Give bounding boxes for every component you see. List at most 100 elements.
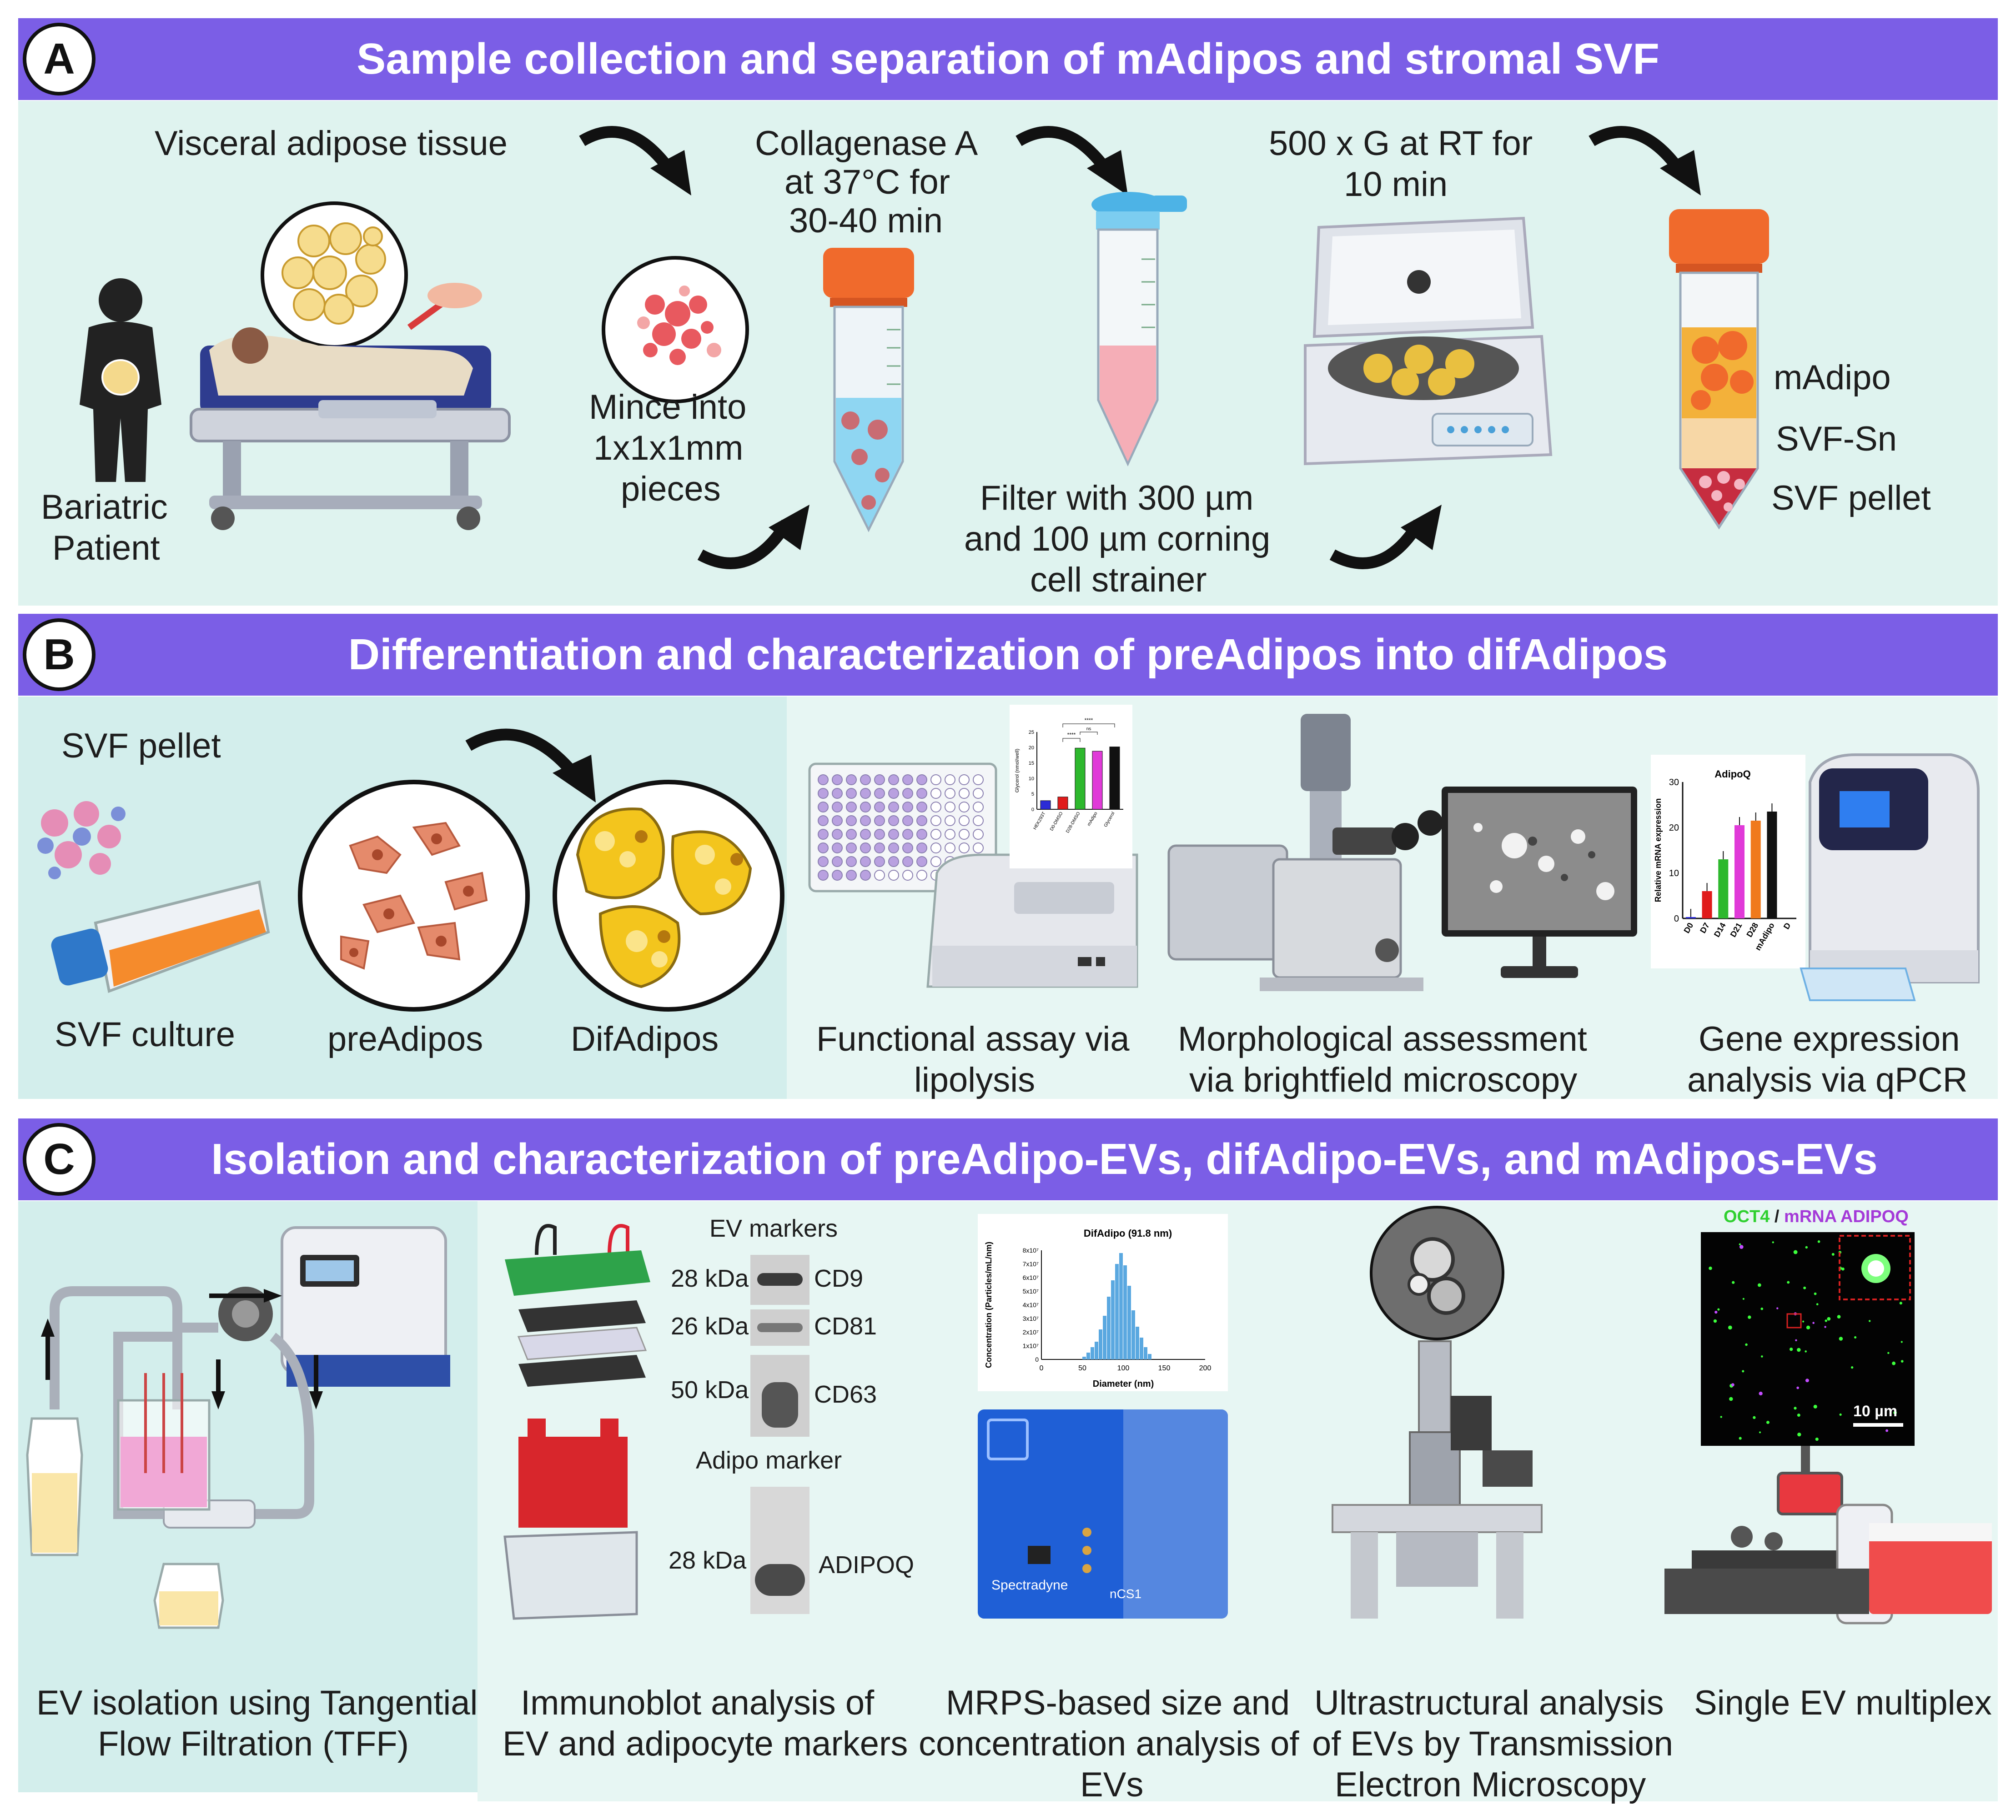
fluor-label-adipoq: mRNA ADIPOQ xyxy=(1784,1207,1909,1226)
label-tem-1: Ultrastructural analysis xyxy=(1314,1684,1664,1722)
label-layer-madipo: mAdipo xyxy=(1774,358,1891,397)
histogram-ytick: 2x10⁷ xyxy=(1023,1329,1039,1336)
qpcr-bar xyxy=(1767,812,1777,918)
plate-well xyxy=(860,774,871,785)
label-centrifuge-2: 10 min xyxy=(1344,165,1448,204)
plate-well xyxy=(959,774,970,785)
histogram-bar xyxy=(1140,1338,1143,1359)
glycerol-sig-bracket xyxy=(1062,723,1115,727)
fluor-spot xyxy=(1759,1431,1761,1434)
size-histogram-svg: DifAdipo (91.8 nm)01x10⁷2x10⁷3x10⁷4x10⁷5… xyxy=(984,1228,1211,1389)
fluor-spot xyxy=(1805,1379,1809,1383)
glycerol-sig-label: ns xyxy=(1086,727,1091,732)
label-morphology-2: via brightfield microscopy xyxy=(1189,1061,1578,1099)
hospital-bed-icon xyxy=(190,283,511,530)
tem-image-icon xyxy=(1370,1206,1504,1340)
fluor-spot xyxy=(1814,1292,1817,1295)
label-tff-2: Flow Filtration (TFF) xyxy=(98,1725,409,1763)
section-b-title: Differentiation and characterization of … xyxy=(348,630,1668,679)
blot-cd9 xyxy=(750,1255,809,1305)
fluor-spot xyxy=(1892,1361,1896,1365)
plate-reader-icon xyxy=(926,853,1138,988)
plate-well xyxy=(832,802,843,812)
fluor-spot xyxy=(1813,1404,1817,1409)
fluor-spot xyxy=(1824,1326,1826,1328)
fluor-spot xyxy=(1827,1317,1831,1321)
plate-well xyxy=(846,815,857,826)
section-c-title: Isolation and characterization of preAdi… xyxy=(211,1135,1878,1183)
histogram-bar xyxy=(1086,1353,1090,1359)
label-mince-2: 1x1x1mm xyxy=(593,429,744,467)
fluor-spot xyxy=(1709,1266,1712,1270)
label-adipo-marker: Adipo marker xyxy=(696,1447,842,1474)
fluor-spot xyxy=(1772,1241,1774,1243)
plate-well xyxy=(916,842,927,853)
label-patient-1: Bariatric xyxy=(41,488,168,526)
fluor-spot xyxy=(1760,1307,1764,1310)
histogram-bar xyxy=(1082,1357,1086,1359)
section-a-banner: Sample collection and separation of mAdi… xyxy=(18,18,1998,100)
label-mince-3: pieces xyxy=(621,470,721,508)
plate-well xyxy=(930,815,941,826)
plate-well xyxy=(916,774,927,785)
label-immunoblot-1: Immunoblot analysis of xyxy=(521,1684,875,1722)
fluor-spot xyxy=(1789,1347,1793,1351)
well-plate-icon xyxy=(808,762,997,892)
fluor-spot xyxy=(1887,1352,1890,1354)
qpcr-xtick: D7 xyxy=(1698,921,1711,935)
filter-tube-icon xyxy=(1091,192,1187,466)
plate-well xyxy=(973,788,984,799)
fluor-spot xyxy=(1850,1366,1854,1369)
label-qpcr-1: Gene expression xyxy=(1699,1020,1960,1058)
plate-well xyxy=(888,870,899,881)
plate-well xyxy=(888,774,899,785)
plate-well xyxy=(832,815,843,826)
glycerol-ytick: 15 xyxy=(1029,761,1034,766)
centrifuge-icon xyxy=(1304,216,1553,466)
plate-well xyxy=(959,802,970,812)
label-morphology-1: Morphological assessment xyxy=(1178,1020,1587,1058)
fluor-inset-core xyxy=(1868,1260,1884,1277)
plate-well xyxy=(916,870,927,881)
plate-well xyxy=(818,829,829,840)
qpcr-ylabel: Relative mRNA expression xyxy=(1654,798,1663,902)
separated-tube-icon xyxy=(1669,209,1769,530)
plate-well xyxy=(888,842,899,853)
blot-name-1: CD81 xyxy=(814,1313,877,1340)
plate-well xyxy=(832,856,843,867)
plate-well xyxy=(916,856,927,867)
fluor-roi-box xyxy=(1786,1313,1802,1329)
fluor-spot xyxy=(1745,1343,1748,1346)
minced-tissue-icon xyxy=(602,256,749,403)
fluor-spot xyxy=(1797,1432,1801,1437)
histogram-bar xyxy=(1144,1347,1147,1359)
fluor-spot xyxy=(1713,1319,1717,1323)
histogram-bar xyxy=(1131,1310,1135,1359)
plate-well xyxy=(818,842,829,853)
qpcr-xtick: D xyxy=(1782,921,1793,931)
fluor-spot xyxy=(1793,1250,1798,1254)
plate-well xyxy=(888,788,899,799)
histogram-ytick: 5x10⁷ xyxy=(1023,1288,1039,1295)
glycerol-bar xyxy=(1092,751,1103,810)
qpcr-ytick: 10 xyxy=(1669,868,1679,878)
fluor-inset-box xyxy=(1839,1235,1911,1300)
fluor-spot xyxy=(1742,1298,1745,1300)
fluor-spot xyxy=(1825,1319,1827,1322)
plate-well xyxy=(916,829,927,840)
fluor-scale-bar xyxy=(1853,1423,1903,1427)
histogram-bar xyxy=(1103,1316,1106,1359)
histogram-bar xyxy=(1107,1297,1111,1359)
fluor-spot xyxy=(1803,1286,1806,1289)
glycerol-sig-bracket xyxy=(1080,732,1098,735)
fluor-spot xyxy=(1739,1243,1741,1246)
section-b-badge: B xyxy=(23,618,96,691)
blot-kda-2: 50 kDa xyxy=(671,1376,749,1404)
label-lipolysis-1: Functional assay via xyxy=(816,1020,1130,1058)
histogram-bar xyxy=(1148,1354,1151,1359)
plate-well xyxy=(832,842,843,853)
plate-well xyxy=(818,802,829,812)
glycerol-ytick: 25 xyxy=(1029,730,1034,735)
plate-well xyxy=(930,774,941,785)
